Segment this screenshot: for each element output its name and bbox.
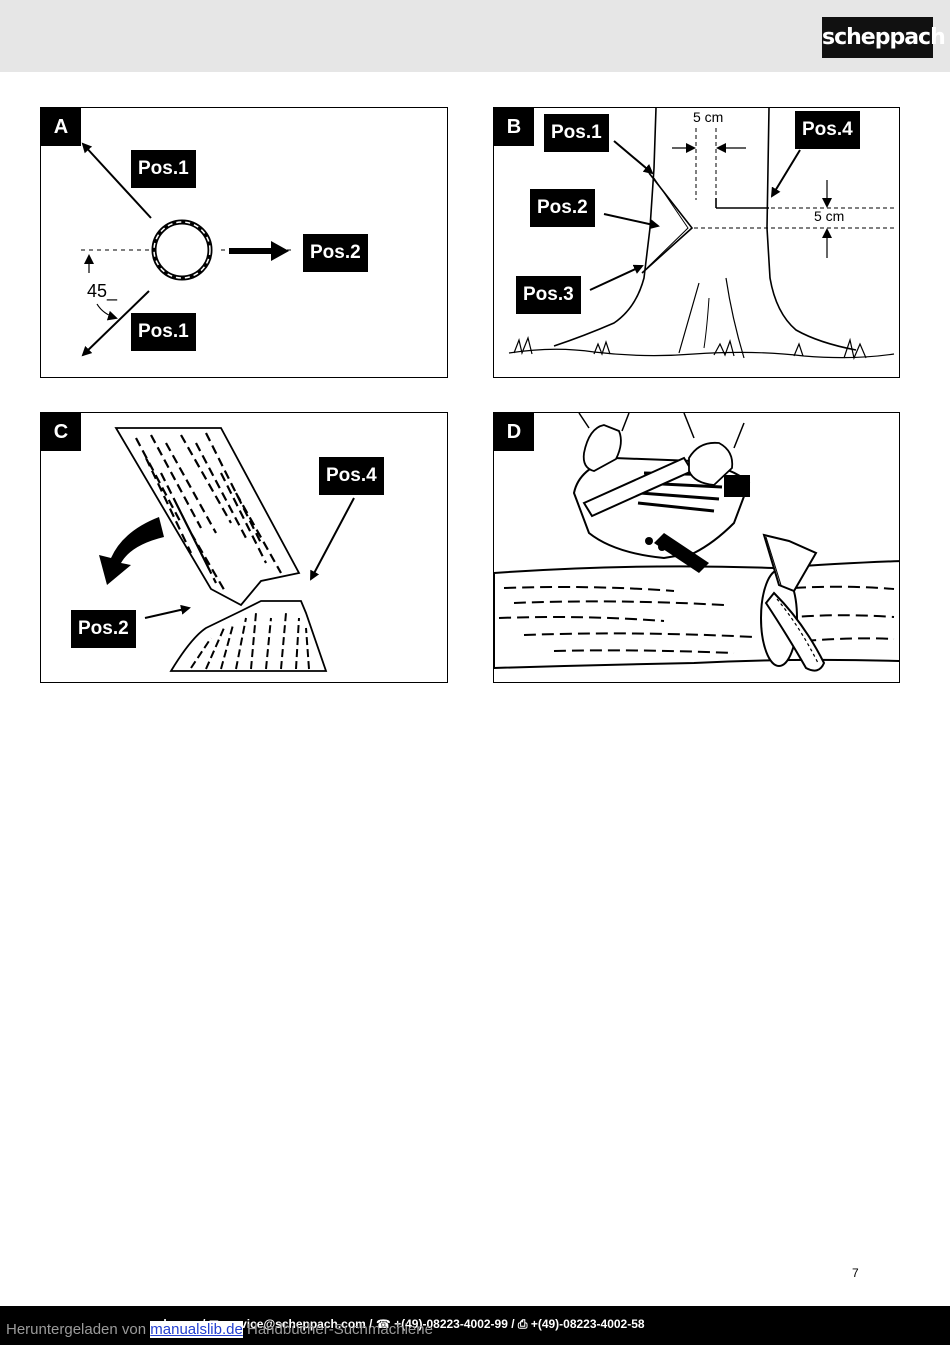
felling-direction-diagram (81, 142, 293, 357)
pos1-label-bottom: Pos.1 (131, 313, 196, 351)
pos2-label: Pos.2 (530, 189, 595, 227)
chainsaw-cutting-log-illustration (494, 413, 899, 672)
panel-label-c: C (41, 413, 81, 451)
pos2-label: Pos.2 (303, 234, 368, 272)
pos2-label: Pos.2 (71, 610, 136, 648)
panel-label-a: A (41, 108, 81, 146)
tree-notch-diagram (508, 108, 895, 360)
pos1-label-top: Pos.1 (131, 150, 196, 188)
panel-label-d: D (494, 413, 534, 451)
dimension-right: 5 cm (814, 208, 845, 224)
download-notice: Heruntergeladen von manualslib.de Handbü… (6, 1321, 433, 1338)
dimension-top: 5 cm (693, 109, 724, 125)
pos1-label: Pos.1 (544, 114, 609, 152)
figure-panel-c: C Pos.4 Pos.2 (40, 412, 448, 683)
falling-tree-diagram (99, 427, 355, 672)
figure-panel-b: B Pos.1 Pos.2 Pos.3 Pos.4 5 cm 5 cm (493, 107, 900, 378)
header-bar (0, 0, 950, 72)
pos4-label: Pos.4 (795, 111, 860, 149)
page-number: 7 (852, 1266, 859, 1280)
pos3-label: Pos.3 (516, 276, 581, 314)
figure-panel-d: D (493, 412, 900, 683)
scheppach-logo: scheppach (822, 17, 946, 58)
figure-panel-a: A Pos.1 Pos.2 Pos.1 45_ (40, 107, 448, 378)
footer-contact-info: ach.com / ✉ service@scheppach.com / ☎ +(… (150, 1317, 645, 1331)
pos4-label: Pos.4 (319, 457, 384, 495)
manualslib-link[interactable]: manualslib.de (150, 1321, 243, 1338)
panel-label-b: B (494, 108, 534, 146)
download-suffix: Handbücher-Suchmachiene (242, 1321, 433, 1338)
angle-label: 45_ (87, 281, 118, 301)
download-prefix: Heruntergeladen von (6, 1321, 151, 1338)
